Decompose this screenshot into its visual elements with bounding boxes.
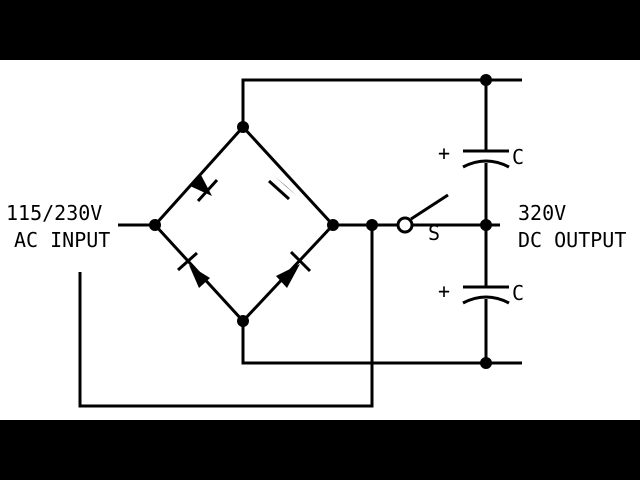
voltage-doubler-schematic: 115/230V AC INPUT 320V DC OUTPUT S C C +… xyxy=(0,60,640,420)
capacitor-top xyxy=(462,149,510,169)
capacitor-bottom-curved-plate xyxy=(462,295,510,305)
wire-ac-input-2 xyxy=(78,225,374,408)
junction-dots xyxy=(149,74,492,369)
diode-d4 xyxy=(276,250,312,288)
junction-positive-output xyxy=(480,74,492,86)
label-input-type: AC INPUT xyxy=(14,228,110,252)
junction-right xyxy=(327,219,339,231)
label-switch: S xyxy=(428,221,440,245)
junction-top xyxy=(237,121,249,133)
label-input-voltage: 115/230V xyxy=(6,201,102,225)
bridge-rectifier xyxy=(153,124,336,324)
capacitor-top-curved-plate xyxy=(462,159,510,169)
switch-blade xyxy=(410,193,449,221)
label-capacitor-top: C xyxy=(512,145,524,169)
label-capacitor-bottom: C xyxy=(512,281,524,305)
letterbox-bottom xyxy=(0,420,640,480)
junction-negative-output xyxy=(480,357,492,369)
switch-s xyxy=(396,193,449,234)
label-output-type: DC OUTPUT xyxy=(518,228,626,252)
junction-left xyxy=(149,219,161,231)
label-plus-top: + xyxy=(438,141,450,165)
diode-d3 xyxy=(176,251,210,288)
diode-d2 xyxy=(267,176,297,201)
wiring xyxy=(78,78,522,408)
junction-ac-return xyxy=(366,219,378,231)
diode-d1 xyxy=(190,175,219,203)
label-plus-bottom: + xyxy=(438,279,450,303)
junction-capacitor-midpoint xyxy=(480,219,492,231)
wire-positive-rail xyxy=(241,78,488,127)
wire-negative-rail xyxy=(241,321,488,365)
label-output-voltage: 320V xyxy=(518,201,566,225)
capacitor-bottom xyxy=(462,285,510,305)
junction-bottom xyxy=(237,315,249,327)
letterbox-top xyxy=(0,0,640,60)
switch-pivot xyxy=(396,216,414,234)
